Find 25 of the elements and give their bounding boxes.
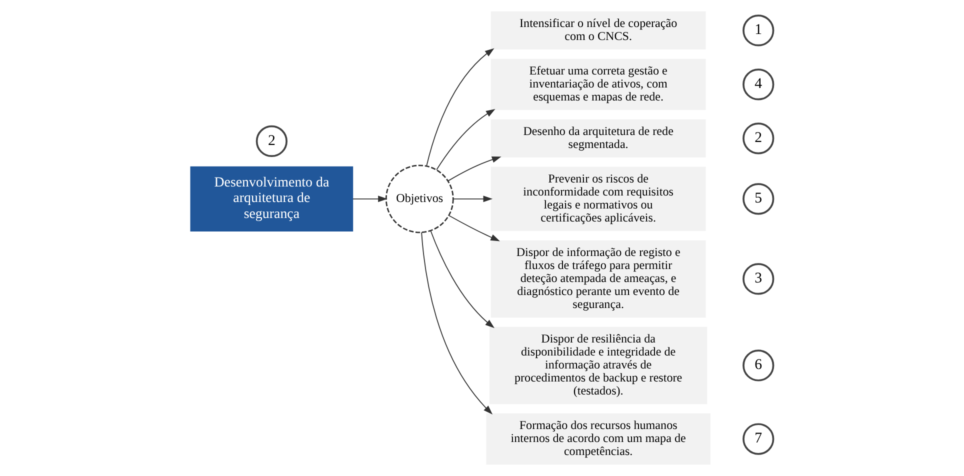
node-circle: 1 (742, 14, 774, 46)
arrow (421, 232, 493, 415)
node-box: Desenho da arquitetura de rede segmentada. (490, 119, 706, 158)
node-box: Intensificar o nível de coperação com o CNCS. (490, 11, 706, 50)
node-circle: 2 (256, 125, 288, 158)
node-circle: 3 (742, 263, 774, 295)
node-box: Prevenir os riscos de inconformidade com requisitos legais e normativos ou certificações aplicáveis. (490, 166, 706, 232)
node-circle: 6 (742, 350, 774, 382)
arrow (448, 215, 500, 242)
arrow (352, 196, 388, 202)
node-box: Efetuar uma correta gestão e inventariação de ativos, com esquemas e mapas de rede. (490, 58, 706, 110)
arrow (426, 48, 494, 166)
node-circle: 7 (742, 423, 774, 455)
arrow (448, 156, 502, 182)
node-box: Dispor de informação de registo e fluxos de tráfego para permitir deteção atempada de ameaças, e diagnóstico perante um evento de segurança. (490, 240, 706, 318)
node-circle: Objetivos (385, 164, 454, 234)
node-box: Desenvolvimento da arquitetura de segurança (190, 166, 354, 232)
arrow (436, 108, 496, 170)
arrow (452, 196, 493, 202)
node-box: Formação dos recursos humanos internos de acordo com um mapa de competências. (486, 413, 710, 465)
node-circle: 4 (742, 68, 774, 100)
arrow (430, 230, 494, 328)
node-box: Dispor de resiliência da disponibilidade e integridade de informação através de procedimentos de backup e restore (testados). (489, 326, 708, 404)
node-circle: 2 (742, 122, 774, 154)
node-circle: 5 (742, 183, 774, 215)
